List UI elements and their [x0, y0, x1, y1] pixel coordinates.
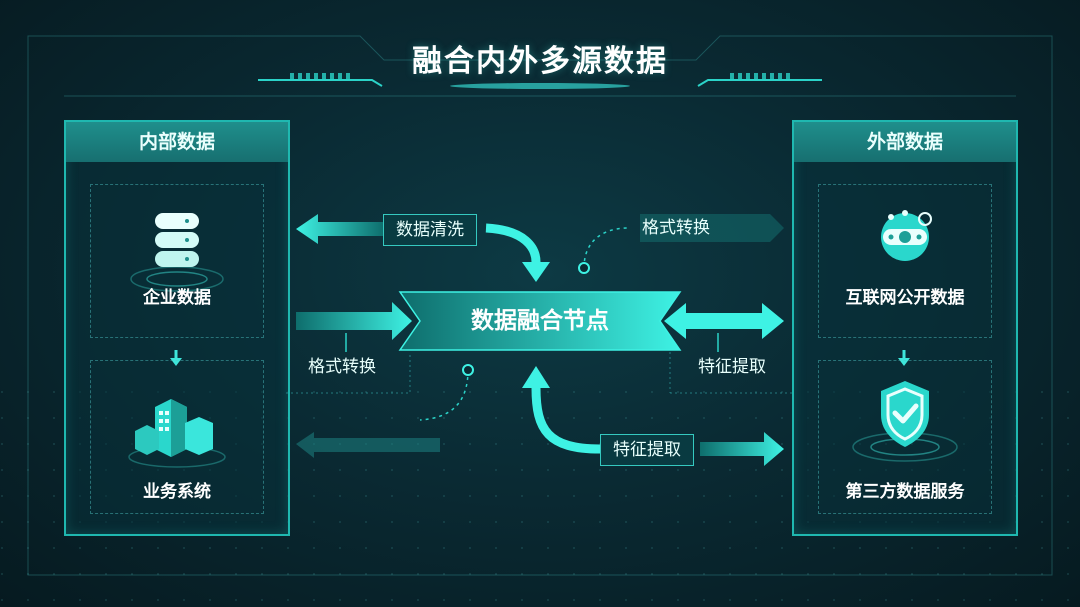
internet-public-data-label: 互联网公开数据 [845, 288, 965, 308]
business-system-label: 业务系统 [143, 482, 211, 502]
arrow-clean-to-node [485, 223, 541, 263]
internet-public-data-card: 互联网公开数据 [818, 184, 992, 338]
arrow-internal-to-node [296, 302, 412, 340]
feature-extraction-tag-right: 特征提取 [698, 357, 766, 377]
arrow-to-third-party [700, 432, 784, 466]
arrow-right-top [640, 214, 784, 242]
page-title: 融合内外多源数据 [412, 44, 668, 79]
fusion-node-shape [398, 291, 682, 351]
third-party-data-service-label: 第三方数据服务 [845, 482, 965, 502]
down-arrow-icon [898, 350, 910, 366]
shield-check-icon [852, 381, 958, 462]
down-arrow-icon [170, 350, 182, 366]
enterprise-data-card: 企业数据 [90, 184, 264, 338]
business-system-card: 业务系统 [90, 360, 264, 514]
database-icon [130, 213, 224, 292]
buildings-icon [128, 399, 226, 468]
arrow-left-bottom [296, 432, 440, 458]
external-data-panel: 外部数据 互联网公开数据 第三方数据服务 [792, 120, 1018, 536]
internal-data-header: 内部数据 [66, 122, 288, 162]
feature-extraction-tag-bottom: 特征提取 [600, 434, 694, 466]
arrow-left-top [296, 214, 384, 244]
arrow-feature-to-node [531, 387, 601, 454]
third-party-data-service-card: 第三方数据服务 [818, 360, 992, 514]
format-conversion-tag-top: 格式转换 [642, 218, 710, 238]
format-conversion-tag-left: 格式转换 [308, 357, 376, 377]
internal-data-panel: 内部数据 企业数据 业务系统 [64, 120, 290, 536]
connector-dot [578, 262, 590, 274]
fusion-node-label: 数据融合节点 [471, 308, 609, 334]
enterprise-data-label: 企业数据 [143, 288, 211, 308]
robot-icon [881, 210, 932, 261]
arrow-node-external [664, 303, 784, 339]
data-cleaning-tag: 数据清洗 [383, 214, 477, 246]
connector-dot [462, 364, 474, 376]
external-data-header: 外部数据 [794, 122, 1016, 162]
